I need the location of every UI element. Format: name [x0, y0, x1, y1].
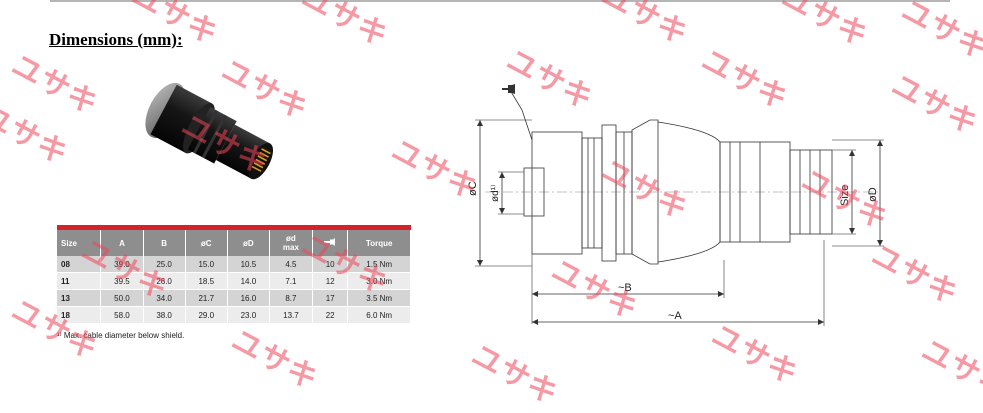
cell: 25.0 [143, 256, 186, 273]
header-d: øD [227, 227, 270, 256]
wrench-icon [324, 238, 336, 246]
cell: 4.5 [269, 256, 313, 273]
connector-photo [145, 82, 274, 180]
cell: 18.5 [185, 272, 228, 290]
cell: 08 [57, 256, 102, 273]
technical-drawing: øC ød¹⁾ Size øD ~B ~A [467, 84, 884, 326]
watermark-text: ユサキ [775, 0, 875, 55]
cell: 58.0 [100, 306, 144, 324]
table-row: 11 39.5 26.0 18.5 14.0 7.1 12 3.0 Nm [57, 272, 411, 290]
watermark-text: ユサキ [225, 322, 325, 398]
header-d-max: ød max [269, 227, 313, 256]
cell: 17 [312, 289, 349, 307]
cell: 18 [57, 306, 102, 324]
section-heading: Dimensions (mm): [49, 30, 183, 49]
header-a: A [100, 227, 144, 256]
cell: 12 [312, 272, 349, 290]
watermark-text: ユサキ [895, 0, 983, 68]
watermark-text: ユサキ [915, 332, 983, 408]
cell: 10.5 [227, 256, 270, 273]
watermark-text: ユサキ [0, 97, 75, 173]
table-row: 18 58.0 38.0 29.0 23.0 13.7 22 6.0 Nm [57, 306, 411, 324]
table-row: 13 50.0 34.0 21.7 16.0 8.7 17 3.5 Nm [57, 289, 411, 307]
cell: 21.7 [185, 289, 228, 307]
label-a: ~A [668, 310, 682, 322]
cell: 11 [57, 272, 102, 290]
wrench-icon [502, 84, 515, 94]
cell: 34.0 [143, 289, 186, 307]
cell: 50.0 [100, 289, 144, 307]
cell: 15.0 [185, 256, 228, 273]
watermark-text: ユサキ [595, 0, 695, 53]
cell: 3.5 Nm [347, 289, 411, 307]
cell: 1.5 Nm [347, 256, 411, 273]
table-row: 08 39.0 25.0 15.0 10.5 4.5 10 1.5 Nm [57, 256, 411, 273]
label-b: ~B [618, 282, 632, 294]
table-header-row: Size A B øC øD ød max Torque [57, 227, 411, 256]
cell: 8.7 [269, 289, 313, 307]
cell: 6.0 Nm [347, 306, 411, 324]
cell: 39.5 [100, 272, 144, 290]
watermark-text: ユサキ [295, 0, 395, 55]
cell: 39.0 [100, 256, 144, 273]
table-footnote: ¹⁾ Max. cable diameter below shield. [57, 331, 185, 340]
header-b: B [143, 227, 186, 256]
cell: 10 [312, 256, 349, 273]
top-rule [50, 0, 950, 2]
header-c: øC [185, 227, 228, 256]
header-wrench [312, 227, 349, 256]
dimensions-table: Size A B øC øD ød max Torque 08 39.0 25.… [57, 225, 411, 324]
label-d-small: ød¹⁾ [490, 185, 501, 202]
cell: 7.1 [269, 272, 313, 290]
cell: 14.0 [227, 272, 270, 290]
cell: 26.0 [143, 272, 186, 290]
cell: 13.7 [269, 306, 313, 324]
watermark-text: ユサキ [5, 47, 105, 123]
header-size: Size [57, 227, 102, 256]
label-c: øC [467, 181, 479, 196]
cell: 22 [312, 306, 349, 324]
label-size: Size [839, 185, 851, 206]
cell: 3.0 Nm [347, 272, 411, 290]
cell: 23.0 [227, 306, 270, 324]
label-d: øD [867, 187, 879, 202]
cell: 16.0 [227, 289, 270, 307]
cell: 29.0 [185, 306, 228, 324]
watermark-text: ユサキ [465, 337, 565, 413]
cell: 38.0 [143, 306, 186, 324]
cell: 13 [57, 289, 102, 307]
header-torque: Torque [347, 227, 411, 256]
